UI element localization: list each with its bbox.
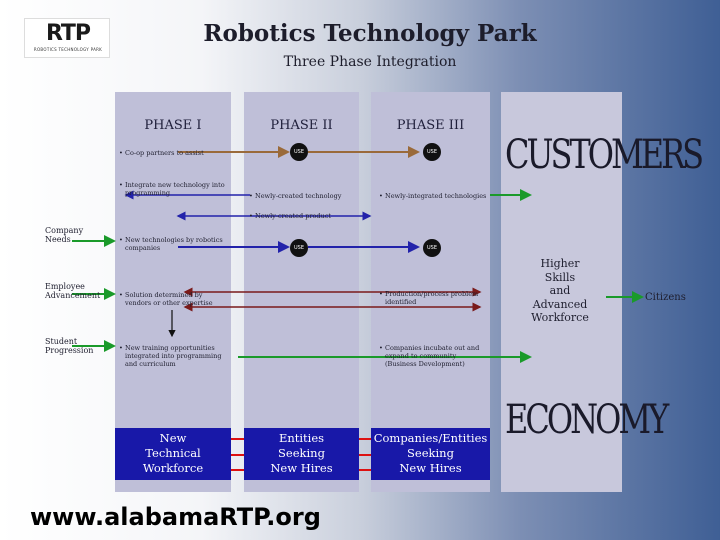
phase-3-note: Companies incubate out and expand to com… — [379, 344, 485, 368]
entities-seeking-box: Entities Seeking New Hires — [244, 428, 359, 480]
use-badge: USE — [423, 239, 441, 257]
page-title: Robotics Technology Park — [203, 20, 537, 47]
phase-1-note: New technologies by robotics companies — [119, 236, 230, 252]
higher-skills-label: Higher Skills and Advanced Workforce — [531, 257, 589, 324]
phase-3-header: PHASE III — [396, 118, 465, 133]
phase-3-note: Newly-integrated technologies — [379, 192, 489, 200]
phase-2-note: Newly-created product — [249, 212, 355, 220]
new-technical-workforce-box: New Technical Workforce — [115, 428, 231, 480]
company-needs-label: Company Needs — [45, 226, 84, 244]
use-badge: USE — [290, 143, 308, 161]
companies-entities-box: Companies/Entities Seeking New Hires — [371, 428, 490, 480]
outcomes-column — [501, 92, 622, 492]
economy-label: ECONOMY — [505, 395, 669, 443]
use-badge: USE — [423, 143, 441, 161]
rtp-logo: RTP ROBOTICS TECHNOLOGY PARK — [24, 18, 110, 58]
website-url[interactable]: www.alabamaRTP.org — [30, 503, 321, 531]
logo-mark: RTP — [45, 21, 91, 46]
logo-subtext: ROBOTICS TECHNOLOGY PARK — [33, 47, 103, 52]
phase-2-note: Newly-created technology — [249, 192, 355, 200]
phase-1-note: Co-op partners to assist — [119, 149, 215, 157]
phase-1-note: Integrate new technology into programmin… — [119, 181, 230, 197]
phase-3-note: Production/process problem identified — [379, 290, 480, 306]
phase-1-note: Solution determined by vendors or other … — [119, 291, 213, 307]
use-badge: USE — [290, 239, 308, 257]
employee-advancement-label: Employee Advancement — [45, 282, 101, 300]
customers-label: CUSTOMERS — [505, 130, 704, 178]
page-subtitle: Three Phase Integration — [283, 54, 457, 70]
phase-2-header: PHASE II — [270, 118, 333, 133]
citizens-label: Citizens — [645, 292, 686, 303]
phase-1-header: PHASE I — [144, 118, 202, 133]
phase-1-note: New training opportunities integrated in… — [119, 344, 233, 368]
student-progression-label: Student Progression — [45, 337, 94, 355]
